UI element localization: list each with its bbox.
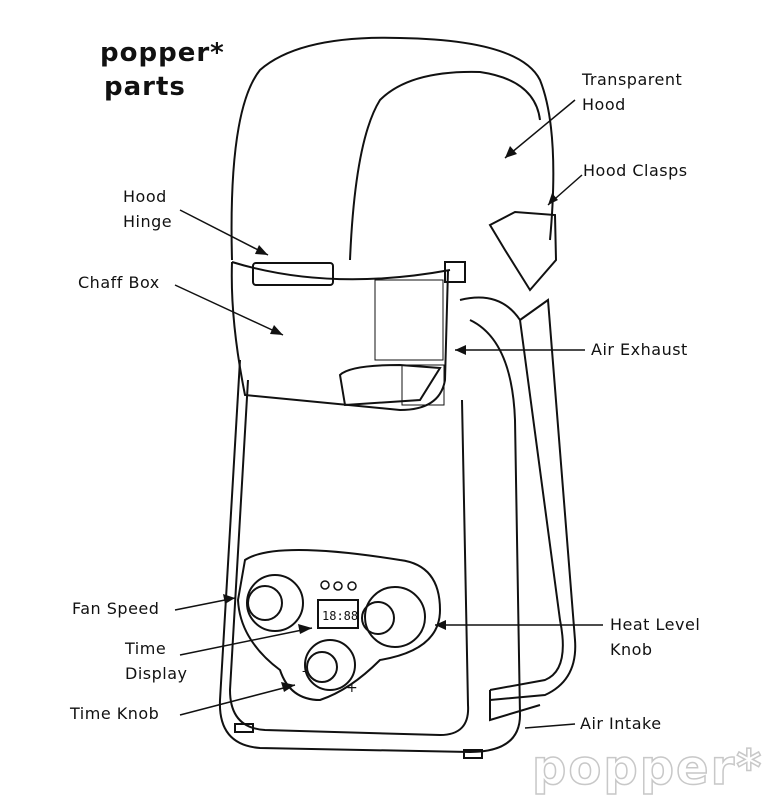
label-line: Time — [125, 639, 167, 658]
label-air-intake: Air Intake — [580, 714, 662, 733]
label-transparent-hood: Transparent Hood — [582, 67, 682, 117]
label-line: Display — [125, 664, 188, 683]
label-line: Knob — [610, 640, 653, 659]
page-title: popper* parts — [100, 36, 225, 104]
front-panel — [228, 379, 470, 737]
air-exhaust-grille — [374, 279, 445, 406]
label-line: Hood — [582, 95, 626, 114]
time-knob-plus: + — [346, 680, 358, 696]
hood-clasps — [488, 210, 558, 292]
label-line: Hood — [123, 187, 167, 206]
label-time-knob: Time Knob — [70, 704, 160, 723]
indicator-lights — [320, 580, 357, 591]
label-hood-clasps: Hood Clasps — [583, 161, 688, 180]
label-heat-level-knob: Heat Level Knob — [610, 612, 700, 662]
leader-arrows — [174, 99, 603, 729]
hood-hinge — [252, 262, 334, 286]
time-knob-minus: - — [302, 664, 306, 678]
heat-level-knob — [364, 586, 426, 648]
label-line: Hinge — [123, 212, 173, 231]
time-display — [317, 599, 359, 629]
label-time-display: Time Display — [125, 636, 187, 686]
label-line: Transparent — [582, 70, 683, 89]
label-air-exhaust: Air Exhaust — [591, 340, 688, 359]
title-line-2: parts — [104, 72, 186, 102]
label-line: Heat Level — [610, 615, 701, 634]
title-line-1: popper* — [100, 38, 225, 68]
rear-column — [459, 296, 564, 691]
control-panel — [236, 549, 442, 702]
label-hood-hinge: Hood Hinge — [123, 184, 172, 234]
label-fan-speed: Fan Speed — [72, 599, 160, 618]
label-chaff-box: Chaff Box — [78, 273, 160, 292]
transparent-hood — [230, 36, 555, 261]
fan-speed-knob — [246, 574, 304, 632]
display-readout: 18:88 — [322, 609, 358, 623]
base-body — [218, 319, 522, 754]
chaff-box — [230, 261, 449, 412]
popper-watermark-logo: popper* — [531, 740, 764, 796]
time-knob — [304, 639, 356, 691]
